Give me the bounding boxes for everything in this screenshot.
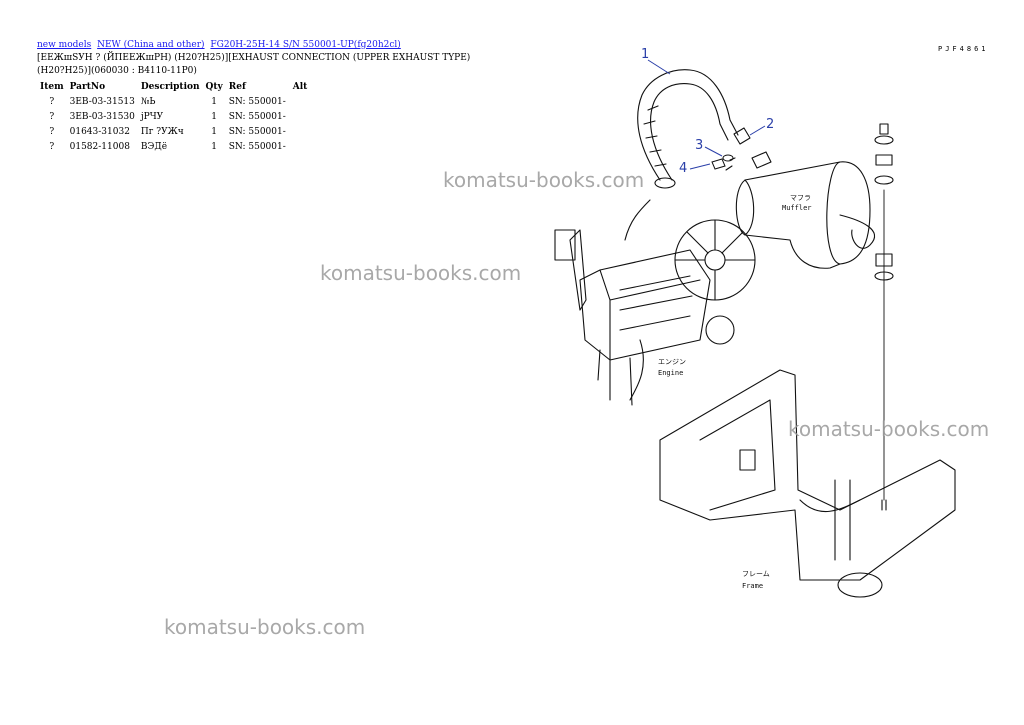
watermark: komatsu-books.com — [443, 168, 645, 192]
label-muffler: Muffler — [782, 204, 812, 212]
page-title-line-1: [EEЖшSУН ? (ЙПЕЕЖшРН) (H20?H25)][EXHAUST… — [37, 53, 471, 63]
table-row: ? 3EB-03-31530 jРЧУ 1 SN: 550001- — [37, 109, 316, 124]
callout-3: 3 — [695, 138, 703, 153]
cell-alt — [290, 124, 316, 139]
table-row: ? 3EB-03-31513 №Ь 1 SN: 550001- — [37, 94, 316, 109]
callout-2: 2 — [766, 117, 774, 132]
cell-ref: SN: 550001- — [228, 126, 286, 137]
exhaust-diagram: 1 2 3 4 マフラ Muffler エンジン Engine フレーム Fra… — [554, 47, 956, 598]
cell-item: ? — [49, 96, 55, 107]
cell-ref: SN: 550001- — [228, 111, 286, 122]
callout-4: 4 — [679, 161, 687, 176]
cell-alt — [290, 94, 316, 109]
exhaust-pipe-drawing — [637, 69, 751, 189]
watermark: komatsu-books.com — [164, 615, 366, 639]
muffler-drawing — [725, 151, 876, 269]
cell-item: ? — [49, 126, 55, 137]
table-row: ? 01643-31032 Пг ?УЖч 1 SN: 550001- — [37, 124, 316, 139]
breadcrumb-link-model[interactable]: FG20H-25H-14 S/N 550001-UP(fg20h2cl) — [210, 40, 401, 50]
label-muffler-jp: マフラ — [790, 194, 811, 202]
header-ref: Ref — [228, 81, 246, 92]
cell-qty: 1 — [211, 96, 218, 107]
cell-partno: 01643-31032 — [69, 126, 130, 137]
cell-ref: SN: 550001- — [228, 141, 286, 152]
label-engine: Engine — [658, 369, 683, 377]
label-engine-jp: エンジン — [658, 358, 686, 366]
watermark: komatsu-books.com — [788, 417, 990, 441]
parts-table: Item PartNo Description Qty Ref Alt ? 3E… — [37, 79, 316, 154]
cell-alt — [290, 109, 316, 124]
header-description: Description — [140, 81, 200, 92]
cell-alt — [290, 139, 316, 154]
header-item: Item — [40, 81, 64, 92]
cell-partno: 3EB-03-31513 — [69, 96, 135, 107]
cell-qty: 1 — [211, 141, 218, 152]
cell-qty: 1 — [211, 111, 218, 122]
cell-item: ? — [49, 111, 55, 122]
frame-drawing — [659, 369, 956, 598]
breadcrumb-link-region[interactable]: NEW (China and other) — [97, 40, 205, 50]
cell-partno: 01582-11008 — [69, 141, 130, 152]
mount-hardware-drawing — [874, 123, 894, 511]
header-alt: Alt — [292, 81, 308, 92]
cell-ref: SN: 550001- — [228, 96, 286, 107]
cell-item: ? — [49, 141, 55, 152]
table-row: ? 01582-11008 ВЭДё 1 SN: 550001- — [37, 139, 316, 154]
label-frame: Frame — [742, 582, 763, 590]
cell-description: №Ь — [140, 96, 156, 107]
diagram-code: PJF4861 — [938, 45, 989, 53]
label-frame-jp: フレーム — [742, 570, 770, 578]
header-partno: PartNo — [69, 81, 106, 92]
cell-description: jРЧУ — [140, 111, 164, 122]
page-title-line-2: (H20?H25)](060030 : B4110-11P0) — [37, 66, 197, 76]
cell-description: Пг ?УЖч — [140, 126, 184, 137]
watermark: komatsu-books.com — [320, 261, 522, 285]
cell-qty: 1 — [211, 126, 218, 137]
parts-table-header: Item PartNo Description Qty Ref Alt — [37, 79, 316, 94]
breadcrumb: new models NEW (China and other) FG20H-2… — [37, 40, 404, 50]
engine-drawing — [554, 199, 756, 406]
header-qty: Qty — [205, 81, 223, 92]
breadcrumb-link-new-models[interactable]: new models — [37, 40, 92, 50]
callout-1: 1 — [641, 47, 649, 62]
cell-partno: 3EB-03-31530 — [69, 111, 135, 122]
cell-description: ВЭДё — [140, 141, 168, 152]
